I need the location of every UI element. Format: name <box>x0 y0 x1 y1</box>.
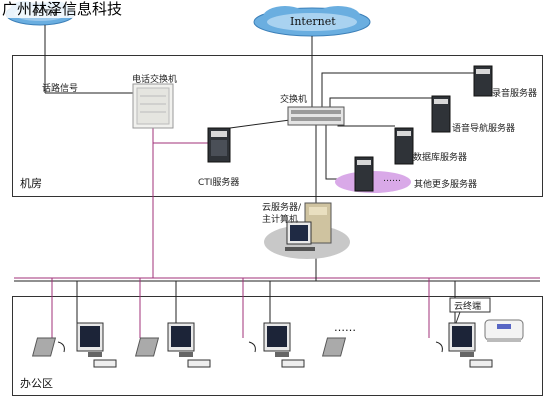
server-room-label: 机房 <box>20 177 42 190</box>
switch-label: 交换机 <box>280 95 308 105</box>
cloud-terminal-icon <box>484 319 524 342</box>
office-dots: …… <box>334 321 356 334</box>
office-label: 办公区 <box>20 377 53 390</box>
office-phone-icon-4 <box>321 337 443 357</box>
company-title: 广州林泽信息科技 <box>2 0 123 18</box>
line-signal-label: 话路信号 <box>42 84 79 94</box>
cloud-server-label-line1: 云服务器/ <box>262 203 302 213</box>
cloud-terminal-label: 云终端 <box>454 302 482 312</box>
more-servers-icon <box>354 156 374 192</box>
office-pc-icon-2 <box>167 322 211 368</box>
more-servers-dots: …… <box>383 174 401 184</box>
pstn-label: PSTN <box>33 9 57 19</box>
cloud-terminal-callout <box>449 297 491 313</box>
office-phone-icon-3 <box>134 337 256 357</box>
cti-label: CTI服务器 <box>198 178 240 188</box>
ivr-server-label: 语音导航服务器 <box>452 124 516 134</box>
office-pc-icon-1 <box>76 322 117 368</box>
server-room-box <box>12 55 543 197</box>
db-server-icon <box>394 127 414 165</box>
pbx-label: 电话交换机 <box>132 75 178 85</box>
cloud-server-icon <box>285 202 332 251</box>
switch-icon <box>287 106 345 126</box>
office-pc-icon-3 <box>263 322 305 368</box>
ivr-server-icon <box>431 95 451 133</box>
cti-server-icon <box>207 127 231 163</box>
internet-label: Internet <box>290 15 336 28</box>
cloud-server-label-line2: 主计算机 <box>262 215 299 225</box>
recording-server-label: 录音服务器 <box>492 89 538 99</box>
office-phone-icon-1 <box>57 341 65 353</box>
pbx-icon <box>132 83 174 129</box>
recording-server-icon <box>473 65 493 97</box>
office-pc-icon-4 <box>448 322 493 368</box>
db-server-label: 数据库服务器 <box>413 153 468 163</box>
more-servers-label: 其他更多服务器 <box>414 180 478 190</box>
internet-cloud-icon <box>253 6 371 37</box>
